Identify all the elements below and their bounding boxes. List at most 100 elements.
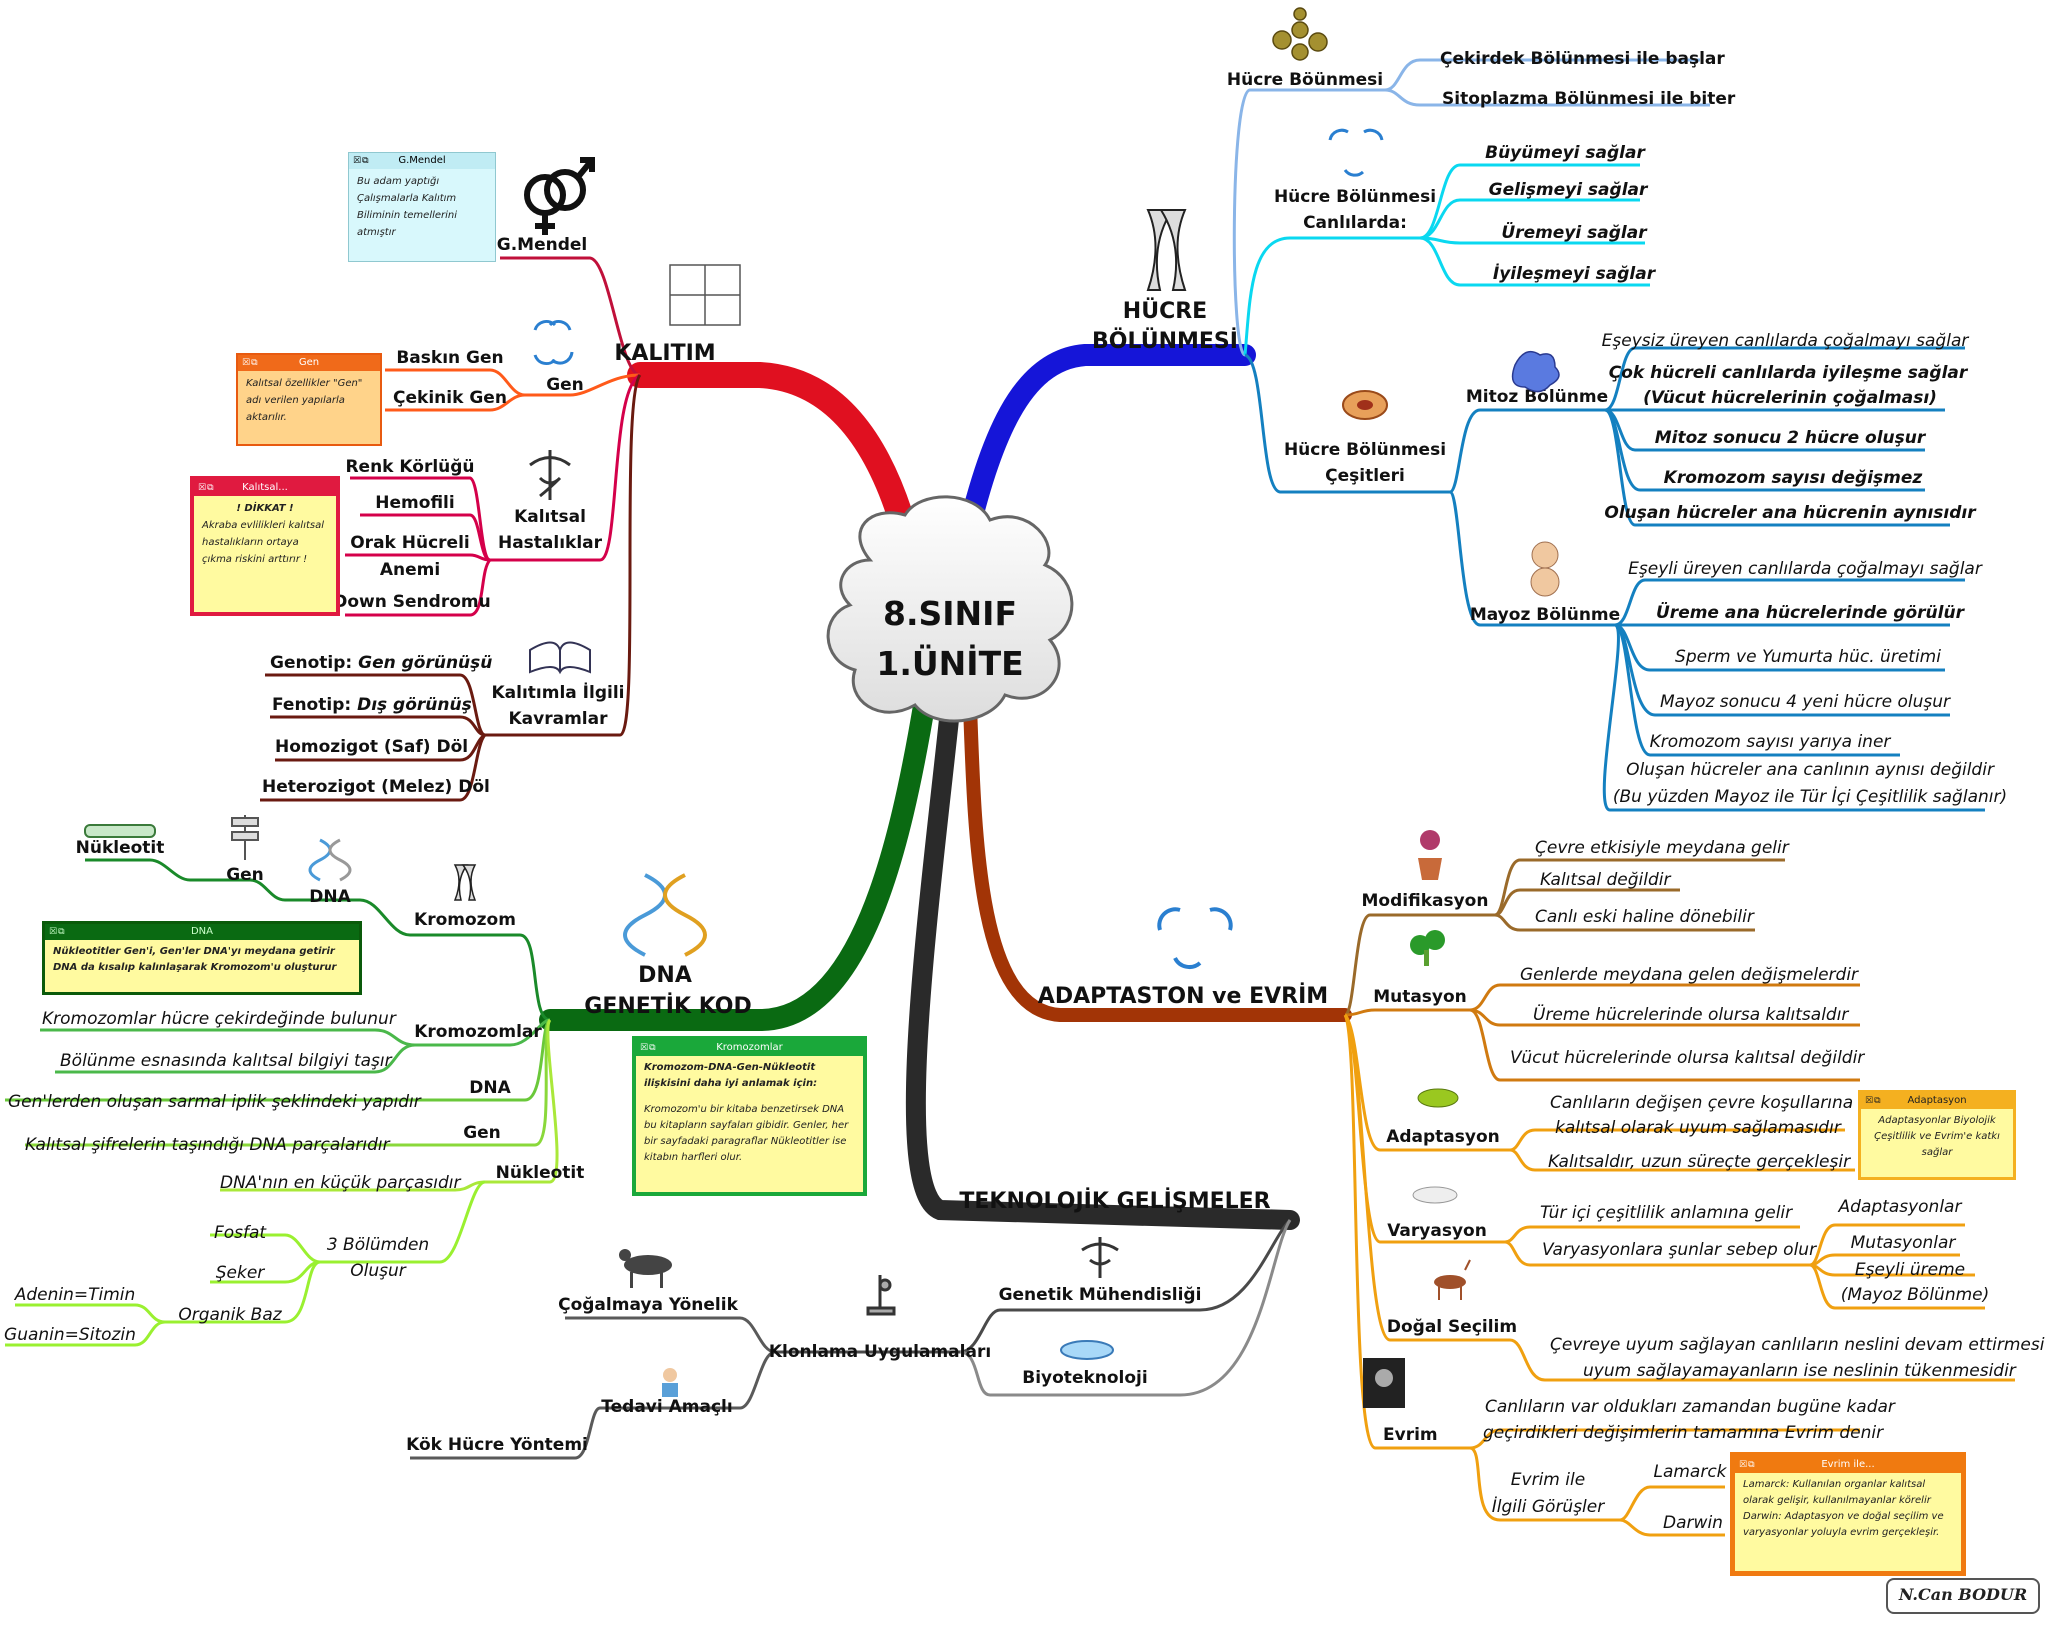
modi-item[interactable]: Kalıtsal değildir [1540, 870, 1671, 890]
gen-label[interactable]: Gen [546, 375, 584, 395]
note-mendel[interactable]: ☒⧉G.Mendel Bu adam yaptığı Çalışmalarla … [348, 152, 496, 262]
note-gen[interactable]: ☒⧉Gen Kalıtsal özellikler "Gen" adı veri… [236, 353, 382, 446]
gen-def[interactable]: Kalıtsal şifrelerin taşındığı DNA parçal… [25, 1135, 391, 1155]
guanin-sitozin[interactable]: Guanin=Sitozin [4, 1325, 136, 1345]
bolunme-item[interactable]: Sitoplazma Bölünmesi ile biter [1442, 89, 1736, 109]
kromozomlar-item[interactable]: Kromozomlar hücre çekirdeğinde bulunur [42, 1009, 397, 1029]
sebep-item[interactable]: Eşeyli üreme [1855, 1260, 1965, 1280]
adenin-timin[interactable]: Adenin=Timin [14, 1285, 136, 1305]
hastaliklar-label1[interactable]: Kalıtsal [514, 507, 586, 527]
mitoz-item[interactable]: (Vücut hücrelerinin çoğalması) [1643, 388, 1937, 408]
mutasyon[interactable]: Mutasyon [1373, 987, 1467, 1007]
klonlama[interactable]: Klonlama Uygulamaları [769, 1342, 991, 1362]
hucre-title1[interactable]: HÜCRE [1123, 298, 1207, 324]
k-nukleotit-label[interactable]: Nükleotit [76, 838, 165, 858]
muta-item[interactable]: Genlerde meydana gelen değişmelerdir [1520, 965, 1859, 985]
biyoteknoloji[interactable]: Biyoteknoloji [1022, 1368, 1147, 1388]
canli-item[interactable]: Büyümeyi sağlar [1485, 143, 1646, 163]
cogalmaya-yonelik[interactable]: Çoğalmaya Yönelik [558, 1295, 738, 1315]
kromozomlar-label[interactable]: Kromozomlar [414, 1022, 542, 1042]
k-dna-label[interactable]: DNA [309, 887, 351, 907]
cesit-label2[interactable]: Çeşitleri [1325, 466, 1405, 486]
adap-item[interactable]: Canlıların değişen çevre koşullarına [1550, 1093, 1853, 1113]
note-dna[interactable]: ☒⧉DNA Nükleotitler Gen'i, Gen'ler DNA'yı… [42, 921, 362, 995]
dogal-item[interactable]: Çevreye uyum sağlayan canlıların neslini… [1550, 1335, 2045, 1355]
hucre-title2[interactable]: BÖLÜNMESİ [1092, 328, 1238, 354]
center-topic[interactable]: 8.SINIF 1.ÜNİTE [826, 495, 1074, 723]
sebep-item[interactable]: Mutasyonlar [1851, 1233, 1957, 1253]
kromozom-label[interactable]: Kromozom [414, 910, 516, 930]
mayoz-item[interactable]: Kromozom sayısı yarıya iner [1650, 732, 1892, 752]
sebep-item[interactable]: (Mayoz Bölünme) [1841, 1285, 1990, 1305]
mayoz-item[interactable]: (Bu yüzden Mayoz ile Tür İçi Çeşitlilik … [1613, 786, 2007, 807]
nukleotit-label[interactable]: Nükleotit [496, 1163, 585, 1183]
note-adaptasyon[interactable]: ☒⧉Adaptasyon Adaptasyonlar Biyolojik Çeş… [1858, 1090, 2016, 1180]
hastalik-item[interactable]: Anemi [380, 560, 440, 580]
kromozomlar-item[interactable]: Bölünme esnasında kalıtsal bilgiyi taşır [60, 1051, 393, 1071]
vary-item[interactable]: Varyasyonlara şunlar sebep olur [1542, 1240, 1817, 1260]
gen-def-label[interactable]: Gen [463, 1123, 501, 1143]
mitoz-item[interactable]: Oluşan hücreler ana hücrenin aynısıdır [1604, 503, 1977, 523]
hastalik-item[interactable]: Down Sendromu [333, 592, 490, 612]
hastalik-item[interactable]: Hemofili [375, 493, 454, 513]
fenotip-item[interactable]: Fenotip: Dış görünüş [272, 695, 472, 715]
modi-item[interactable]: Canlı eski haline dönebilir [1535, 907, 1755, 927]
adap-item[interactable]: Kalıtsaldır, uzun süreçte gerçekleşir [1548, 1152, 1851, 1172]
tek-title[interactable]: TEKNOLOJİK GELİŞMELER [959, 1188, 1270, 1214]
seker-item[interactable]: Şeker [216, 1263, 266, 1283]
muta-item[interactable]: Üreme hücrelerinde olursa kalıtsaldır [1533, 1003, 1849, 1025]
dna-title1[interactable]: DNA [638, 963, 692, 988]
note-evrim[interactable]: ☒⧉Evrim ile... Lamarck: Kullanılan organ… [1730, 1452, 1966, 1576]
lamarck[interactable]: Lamarck [1653, 1462, 1727, 1482]
sebep-item[interactable]: Adaptasyonlar [1838, 1197, 1963, 1217]
canli-label2[interactable]: Canlılarda: [1303, 213, 1407, 233]
canli-item[interactable]: Gelişmeyi sağlar [1489, 180, 1649, 200]
homozigot-item[interactable]: Homozigot (Saf) Döl [275, 737, 468, 757]
evrim-item[interactable]: geçirdikleri değişimlerin tamamına Evrim… [1483, 1423, 1884, 1443]
mitoz-item[interactable]: Eşeysiz üreyen canlılarda çoğalmayı sağl… [1602, 331, 1970, 351]
adaptasyon[interactable]: Adaptasyon [1386, 1127, 1500, 1147]
mitoz-label[interactable]: Mitoz Bölünme [1466, 387, 1608, 407]
dna-label[interactable]: DNA [469, 1078, 511, 1098]
genetik-muhendisligi[interactable]: Genetik Mühendisliği [999, 1285, 1202, 1305]
kavramlar-label1[interactable]: Kalıtımla İlgili [492, 681, 625, 703]
mayoz-item[interactable]: Sperm ve Yumurta hüc. üretimi [1675, 647, 1941, 667]
genotip-item[interactable]: Genotip: Gen görünüşü [270, 653, 492, 673]
gorus-label1[interactable]: Evrim ile [1511, 1470, 1585, 1490]
note-kalitsal[interactable]: ☒⧉Kalıtsal... ! DİKKAT ! Akraba evlilikl… [190, 476, 340, 616]
dna-def[interactable]: Gen'lerden oluşan sarmal iplik şeklindek… [8, 1092, 422, 1112]
darwin[interactable]: Darwin [1663, 1513, 1723, 1533]
note-kromozomlar[interactable]: ☒⧉Kromozomlar Kromozom-DNA-Gen-Nükleotit… [632, 1036, 867, 1196]
baz-item[interactable]: Organik Baz [178, 1305, 282, 1325]
canli-item[interactable]: Üremeyi sağlar [1501, 221, 1648, 243]
muta-item[interactable]: Vücut hücrelerinde olursa kalıtsal değil… [1510, 1048, 1865, 1068]
fosfat-item[interactable]: Fosfat [214, 1223, 267, 1243]
heterozigot-item[interactable]: Heterozigot (Melez) Döl [262, 777, 490, 797]
evrim[interactable]: Evrim [1383, 1425, 1438, 1445]
adapt-title[interactable]: ADAPTASTON ve EVRİM [1038, 983, 1328, 1009]
kalitim-title[interactable]: KALITIM [614, 341, 715, 366]
vary-item[interactable]: Tür içi çeşitlilik anlamına gelir [1540, 1203, 1793, 1223]
hastalik-item[interactable]: Renk Körlüğü [345, 457, 474, 477]
mayoz-item[interactable]: Oluşan hücreler ana canlının aynısı deği… [1626, 760, 1995, 780]
kavramlar-label2[interactable]: Kavramlar [509, 709, 609, 729]
mitoz-item[interactable]: Çok hücreli canlılarda iyileşme sağlar [1609, 363, 1969, 383]
tedavi-amacli[interactable]: Tedavi Amaçlı [601, 1397, 732, 1417]
varyasyon[interactable]: Varyasyon [1387, 1221, 1487, 1241]
baskin-gen[interactable]: Baskın Gen [396, 348, 503, 368]
canli-item[interactable]: İyileşmeyi sağlar [1493, 262, 1657, 284]
mitoz-item[interactable]: Mitoz sonucu 2 hücre oluşur [1655, 428, 1927, 448]
cekinik-gen[interactable]: Çekinik Gen [393, 388, 507, 408]
nukleotit-def[interactable]: DNA'nın en küçük parçasıdır [220, 1173, 461, 1193]
adap-item[interactable]: kalıtsal olarak uyum sağlamasıdır [1555, 1118, 1842, 1138]
hastaliklar-label2[interactable]: Hastalıklar [498, 533, 603, 553]
mayoz-item[interactable]: Mayoz sonucu 4 yeni hücre oluşur [1660, 692, 1951, 712]
kok-hucre[interactable]: Kök Hücre Yöntemi [406, 1435, 588, 1455]
cesit-label1[interactable]: Hücre Bölünmesi [1284, 440, 1446, 460]
mitoz-item[interactable]: Kromozom sayısı değişmez [1664, 468, 1923, 488]
evrim-item[interactable]: Canlıların var oldukları zamandan bugüne… [1485, 1397, 1896, 1417]
mendel-label[interactable]: G.Mendel [497, 235, 588, 255]
modi-item[interactable]: Çevre etkisiyle meydana gelir [1535, 838, 1790, 858]
mayoz-item[interactable]: Eşeyli üreyen canlılarda çoğalmayı sağla… [1628, 559, 1983, 579]
hastalik-item[interactable]: Orak Hücreli [350, 533, 470, 553]
